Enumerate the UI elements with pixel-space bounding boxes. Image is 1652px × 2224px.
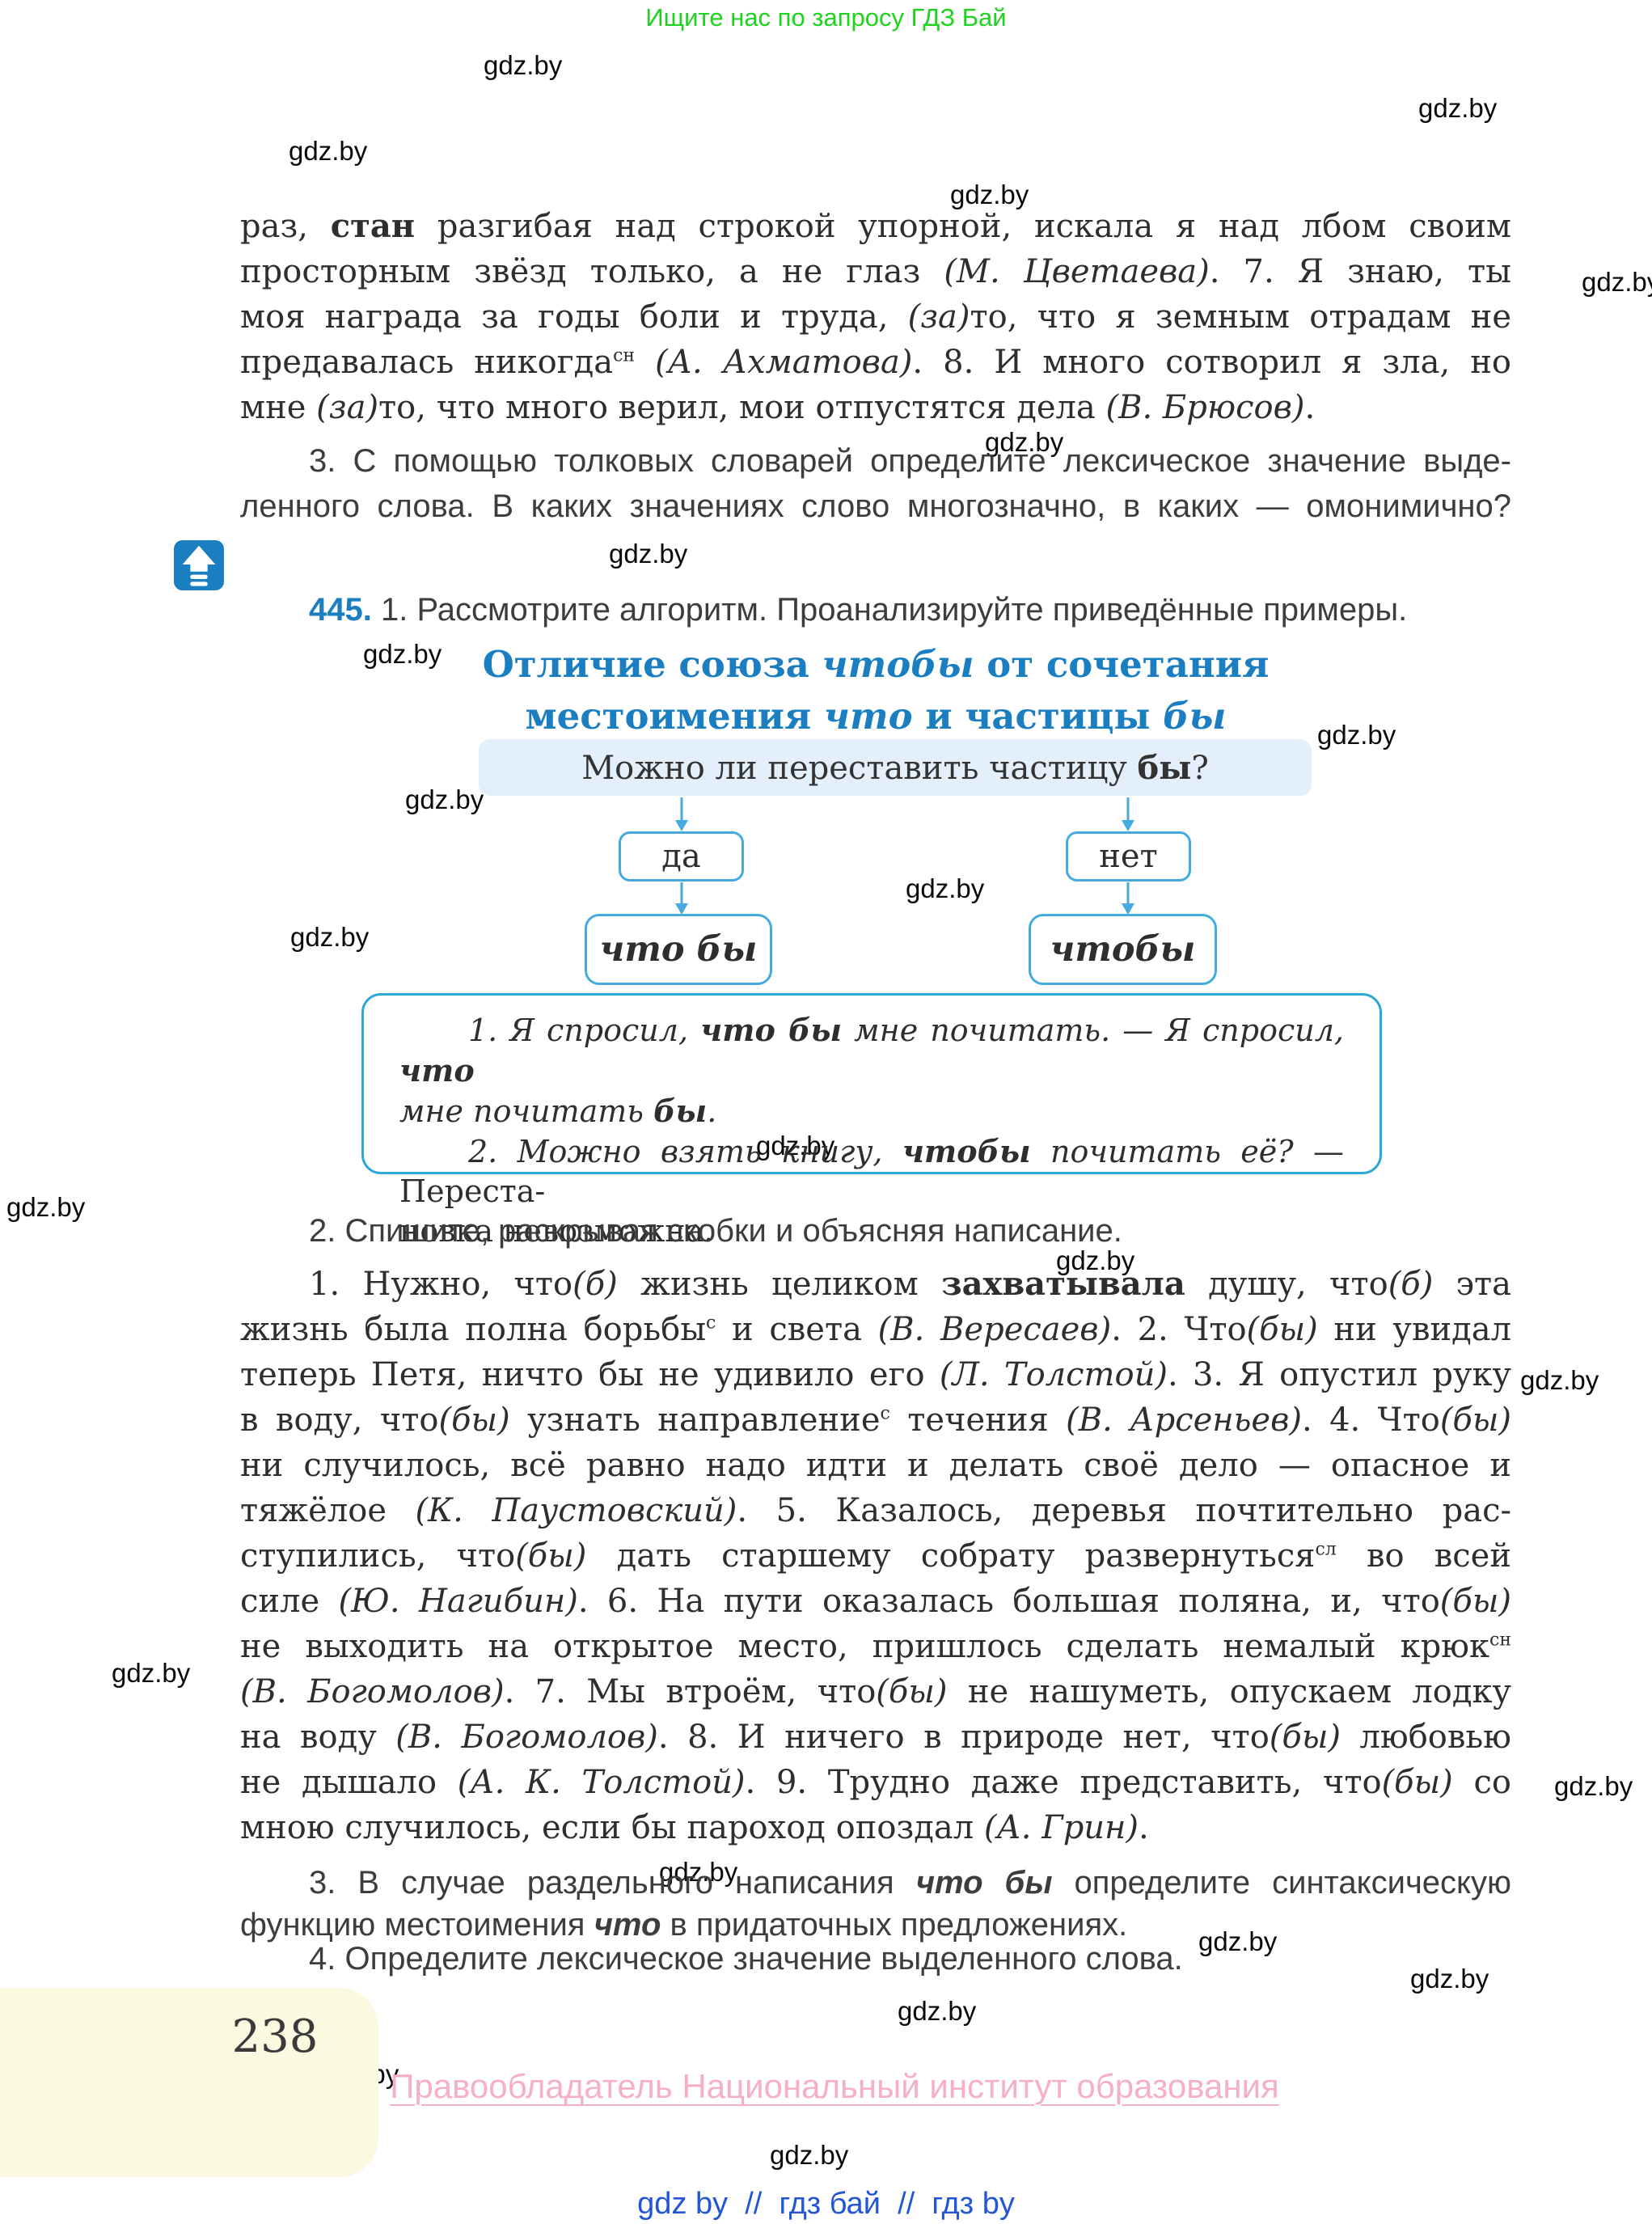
gdz-watermark: gdz.by — [363, 639, 442, 669]
copyright-link[interactable]: Правообладатель Национальный институт об… — [390, 2067, 1279, 2105]
text-line: 2. Спишите, раскрывая скобки и объясняя … — [309, 1213, 1122, 1249]
text-line: 1. Я спросил, что бы мне почитать. — Я с… — [399, 1012, 1344, 1089]
gdz-watermark: gdz.by — [770, 2140, 849, 2170]
flow-arrow-down-icon — [1122, 797, 1134, 831]
gdz-watermark: gdz.by — [484, 50, 563, 80]
text-line: моя награда за годы боли и труда, (за)то… — [240, 298, 1511, 336]
text-line: жизнь была полна борьбыс и света (В. Вер… — [240, 1311, 1512, 1348]
text-line: 1. Нужно, что(б) жизнь целиком захватыва… — [309, 1265, 1512, 1303]
text-line: теперь Петя, ничто бы не удивило его (Л.… — [240, 1356, 1511, 1393]
gdz-watermark: gdz.by — [1520, 1365, 1599, 1395]
gdz-watermark: gdz.by — [659, 1857, 738, 1887]
exercise-445-header: 445. 1. Рассмотрите алгоритм. Проанализи… — [240, 589, 1511, 631]
gdz-watermark: gdz.by — [756, 1131, 835, 1161]
text-line: 4. Определите лексическое значение выдел… — [309, 1941, 1183, 1977]
gdz-watermark: gdz.by — [112, 1658, 191, 1688]
text-line: ни случилось, всё равно надо идти и дела… — [240, 1447, 1511, 1484]
text-line: Можно ли переставить частицу бы? — [581, 748, 1209, 787]
gdz-watermark: gdz.by — [289, 136, 368, 166]
exercise-445-sentences: 1. Нужно, что(б) жизнь целиком захватыва… — [240, 1262, 1511, 1850]
text-line: Отличие союза чтобы от сочетания — [482, 643, 1270, 686]
text-line: мною случилось, если бы пароход опоздал … — [240, 1809, 1149, 1846]
text-line: тяжёлое (К. Паустовский). 5. Казалось, д… — [240, 1492, 1511, 1529]
text-line: силе (Ю. Нагибин). 6. На пути оказалась … — [240, 1583, 1511, 1620]
gdz-watermark: gdz.by — [1317, 720, 1396, 750]
text-line: раз, стан разгибая над строкой упорной, … — [240, 207, 1512, 245]
text-line: не дышало (А. К. Толстой). 9. Трудно даж… — [240, 1764, 1511, 1801]
algorithm-yes-box: да — [619, 831, 744, 882]
gdz-watermark: gdz.by — [1056, 1245, 1135, 1275]
text-line: 3. С помощью толковых словарей определит… — [309, 443, 1511, 479]
text-line: 445. 1. Рассмотрите алгоритм. Проанализи… — [309, 592, 1408, 628]
task-2: 2. Спишите, раскрывая скобки и объясняя … — [240, 1210, 1511, 1252]
page-number: 238 — [231, 2010, 319, 2063]
gdz-watermark: gdz.by — [1198, 1926, 1278, 1956]
gdz-watermark: gdz.by — [609, 539, 688, 569]
gdz-watermark: gdz.by — [405, 784, 484, 814]
text-line: ленного слова. В каких значениях слово м… — [240, 488, 1511, 524]
algorithm-no-box: нет — [1066, 831, 1191, 882]
text-line: мне почитать бы. — [399, 1093, 717, 1129]
text-line: 3. В случае раздельного написания что бы… — [309, 1865, 1511, 1901]
text-line: на воду (В. Богомолов). 8. И ничего в пр… — [240, 1719, 1512, 1756]
text-line: функцию местоимения что в придаточных пр… — [240, 1907, 1128, 1943]
algorithm-examples-box: 1. Я спросил, что бы мне почитать. — Я с… — [361, 993, 1382, 1249]
gdz-watermark: gdz.by — [290, 922, 370, 952]
gdz-watermark: gdz.by — [1410, 1964, 1489, 1994]
gdz-watermark: gdz.by — [1554, 1771, 1633, 1801]
text-line: 2. Можно взять книгу, чтобы почитать её?… — [399, 1133, 1344, 1209]
gdz-watermark: gdz.by — [950, 180, 1029, 209]
flow-arrow-down-icon — [1122, 882, 1134, 915]
page-number-panel — [0, 1988, 378, 2177]
text-line: просторным звёзд только, а не глаз (М. Ц… — [240, 253, 1511, 290]
text-line: в воду, что(бы) узнать направлениес тече… — [240, 1402, 1512, 1439]
gdz-watermark: gdz.by — [1418, 93, 1498, 123]
algorithm-question-box: Можно ли переставить частицу бы? — [479, 739, 1312, 796]
footer-links[interactable]: gdz by // гдз бай // гдз by — [637, 2187, 1015, 2221]
flow-arrow-down-icon — [675, 882, 688, 915]
upload-arrow-icon — [174, 540, 224, 590]
task-3: 3. В случае раздельного написания что бы… — [240, 1862, 1511, 1946]
text-line: (В. Богомолов). 7. Мы втроём, что(бы) не… — [240, 1673, 1511, 1710]
text-line: местоимения что и частицы бы — [525, 695, 1227, 738]
gdz-watermark: gdz.by — [6, 1192, 86, 1222]
exercise-444-sentences-continued: раз, стан разгибая над строкой упорной, … — [240, 204, 1511, 430]
gdz-watermark: gdz.by — [985, 427, 1064, 457]
algorithm-title: Отличие союза чтобы от сочетания местоиме… — [240, 639, 1511, 742]
text-line: не выходить на открытое место, пришлось … — [240, 1628, 1511, 1665]
text-line: мне (за)то, что много верил, мои отпустя… — [240, 389, 1316, 426]
gdz-watermark: gdz.by — [906, 873, 985, 903]
text-line: новка невозможна. — [399, 1213, 714, 1249]
task-3-previous-exercise: 3. С помощью толковых словарей определит… — [240, 438, 1511, 529]
text-line: предавалась никогдасн (А. Ахматова). 8. … — [240, 344, 1511, 381]
task-4: 4. Определите лексическое значение выдел… — [240, 1938, 1511, 1980]
promo-banner-text: Ищите нас по запросу ГДЗ Бай — [645, 3, 1007, 32]
algorithm-result-separate-box: что бы — [585, 914, 772, 985]
algorithm-result-together-box: чтобы — [1029, 914, 1217, 985]
gdz-watermark: gdz.by — [1582, 267, 1652, 297]
flow-arrow-down-icon — [675, 797, 688, 831]
gdz-watermark: gdz.by — [898, 1996, 977, 2026]
text-line: ступились, что(бы) дать старшему собрату… — [240, 1537, 1511, 1575]
